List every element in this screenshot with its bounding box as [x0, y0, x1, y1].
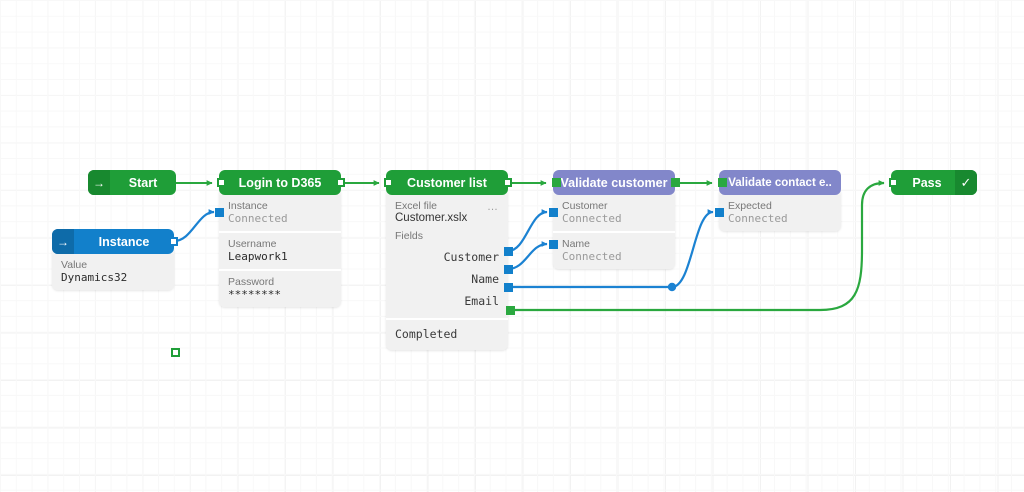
node-login-header[interactable]: Login to D365 — [219, 170, 341, 195]
field-instance-value: Connected — [228, 212, 288, 225]
edge-instance-to-login-instance — [173, 209, 215, 243]
port-login-instance-input[interactable] — [215, 208, 224, 217]
field-vc-name-value: Connected — [562, 250, 622, 263]
node-pass-title: Pass — [912, 175, 942, 190]
field-customer[interactable]: Customer — [386, 246, 508, 268]
ellipsis-icon[interactable]: … — [487, 201, 499, 213]
field-completed-label: Completed — [395, 327, 458, 341]
port-email-field-output[interactable] — [504, 283, 513, 292]
port-name-field-output[interactable] — [504, 265, 513, 274]
port-instance-output[interactable] — [169, 237, 178, 246]
node-validate-contact-title: Validate contact e.. — [728, 176, 832, 189]
field-value-value: Dynamics32 — [61, 271, 128, 284]
node-pass[interactable]: Pass ✓ — [889, 170, 977, 195]
fields-group: Fields — [386, 227, 508, 246]
node-customer-list-title: Customer list — [407, 175, 487, 190]
field-vc-name-label: Name — [562, 238, 591, 250]
edge-name-to-validate-name — [507, 241, 548, 271]
port-login-input[interactable] — [217, 178, 226, 187]
arrow-right-icon: → — [88, 170, 110, 195]
field-completed[interactable]: Completed — [386, 318, 508, 350]
field-vc-name[interactable]: Name Connected — [553, 233, 675, 269]
field-name[interactable]: Name — [386, 268, 508, 290]
port-vc-name-input[interactable] — [549, 240, 558, 249]
node-validate-contact-header[interactable]: Validate contact e.. — [719, 170, 841, 195]
field-password-label: Password — [228, 276, 275, 288]
field-vc-customer-label: Customer — [562, 200, 608, 212]
node-validate-customer-body: Customer Connected Name Connected — [553, 191, 675, 269]
node-validate-customer-header[interactable]: Validate customer — [553, 170, 675, 195]
node-customer-list-header[interactable]: Customer list — [386, 170, 508, 195]
port-validate-contact-input[interactable] — [718, 178, 727, 187]
port-pass-input[interactable] — [889, 178, 898, 187]
port-customer-list-input[interactable] — [384, 178, 393, 187]
port-completed-output[interactable] — [506, 306, 515, 315]
field-password[interactable]: Password ******** — [219, 271, 341, 307]
port-validate-customer-output[interactable] — [671, 178, 680, 187]
field-expected-label: Expected — [728, 200, 772, 212]
edge-waypoint-dot — [667, 282, 677, 292]
field-password-value: ******** — [228, 288, 281, 301]
node-validate-customer[interactable]: Validate customer Customer Connected Nam… — [549, 170, 680, 269]
port-validate-customer-input[interactable] — [552, 178, 561, 187]
field-username[interactable]: Username Leapwork1 — [219, 233, 341, 271]
field-vc-customer-value: Connected — [562, 212, 622, 225]
node-validate-contact-email[interactable]: Validate contact e.. Expected Connected — [715, 170, 841, 231]
port-expected-input[interactable] — [715, 208, 724, 217]
port-customer-list-output[interactable] — [503, 178, 512, 187]
field-expected-value: Connected — [728, 212, 788, 225]
node-instance-header[interactable]: → Instance — [52, 229, 174, 254]
node-instance[interactable]: → Instance Value Dynamics32 — [52, 229, 178, 290]
node-login-title: Login to D365 — [238, 175, 322, 190]
field-username-label: Username — [228, 238, 277, 250]
port-start-output[interactable] — [171, 348, 180, 357]
node-customer-list[interactable]: Customer list Excel file Customer.xslx …… — [384, 170, 515, 350]
node-pass-header[interactable]: Pass ✓ — [891, 170, 977, 195]
field-instance[interactable]: Instance Connected — [219, 195, 341, 233]
node-start-header[interactable]: → Start — [88, 170, 176, 195]
field-customer-label: Customer — [443, 250, 499, 264]
arrow-right-icon: → — [52, 229, 74, 254]
field-expected[interactable]: Expected Connected — [719, 195, 841, 231]
fields-label: Fields — [395, 230, 424, 242]
port-login-output[interactable] — [336, 178, 345, 187]
field-instance-label: Instance — [228, 200, 268, 212]
field-excel-file-label: Excel file — [395, 200, 438, 212]
field-excel-file-value: Customer.xslx — [395, 212, 468, 224]
field-excel-file[interactable]: Excel file Customer.xslx … — [386, 195, 508, 227]
field-value-label: Value — [61, 259, 88, 271]
node-login-to-d365[interactable]: Login to D365 Instance Connected Usernam… — [215, 170, 345, 307]
node-start-title: Start — [128, 175, 158, 190]
field-name-label: Name — [471, 272, 499, 286]
node-instance-body: Value Dynamics32 — [52, 250, 174, 290]
field-email-label: Email — [464, 294, 499, 308]
check-icon: ✓ — [955, 170, 977, 195]
node-login-body: Instance Connected Username Leapwork1 Pa… — [219, 191, 341, 307]
field-value[interactable]: Value Dynamics32 — [52, 254, 174, 290]
node-customer-list-body: Excel file Customer.xslx … Fields Custom… — [386, 191, 508, 350]
field-username-value: Leapwork1 — [228, 250, 288, 263]
edge-customer-to-validate-customer — [507, 209, 548, 253]
node-instance-title: Instance — [98, 234, 150, 249]
node-start[interactable]: → Start — [88, 170, 180, 357]
field-email[interactable]: Email — [386, 290, 508, 318]
port-customer-field-output[interactable] — [504, 247, 513, 256]
field-vc-customer[interactable]: Customer Connected — [553, 195, 675, 233]
node-validate-contact-body: Expected Connected — [719, 191, 841, 231]
port-vc-customer-input[interactable] — [549, 208, 558, 217]
node-validate-customer-title: Validate customer — [560, 175, 668, 190]
